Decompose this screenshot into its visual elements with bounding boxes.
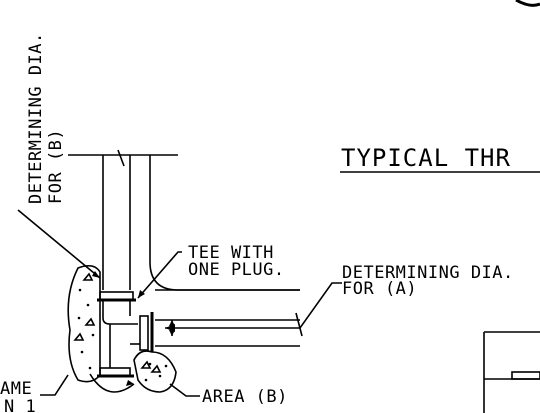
label-determining-dia-a-line1: DETERMINING DIA. <box>342 263 514 283</box>
vertical-pipe-trench <box>68 149 300 291</box>
horizontal-pipe <box>155 289 303 347</box>
leader-lines <box>17 209 342 397</box>
label-tee-line2: ONE PLUG. <box>188 260 285 280</box>
title-fragment: TYPICAL THR <box>341 144 511 172</box>
label-determining-dia-b-line1: DETERMINING DIA. <box>26 32 46 204</box>
label-determining-dia-a-line2: FOR (A) <box>342 279 417 299</box>
tee-fitting <box>97 291 154 378</box>
thrust-block-a <box>67 264 101 383</box>
clipped-ink-top-right <box>515 0 540 7</box>
label-cut-left-line1: AME <box>0 379 32 399</box>
partial-detail-right <box>483 331 540 413</box>
label-area-b: AREA (B) <box>202 387 288 407</box>
label-tee-line1: TEE WITH <box>188 243 274 263</box>
thrust-block-b <box>133 350 177 393</box>
label-cut-left-line2: N 1 <box>4 397 36 413</box>
label-determining-dia-b-line2: FOR (B) <box>46 129 66 204</box>
